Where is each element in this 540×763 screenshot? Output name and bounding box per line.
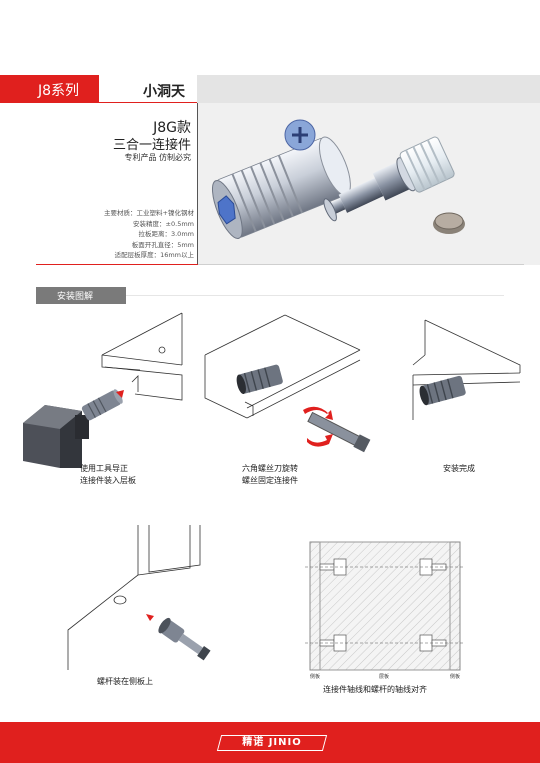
series-name: 小洞天 [143, 84, 185, 100]
diagram-label-middle: 层板 [379, 673, 389, 680]
spec-item: 拉板距离：3.0mm [138, 230, 194, 238]
step1-illustration [23, 312, 183, 468]
product-note: 专利产品 仿制必究 [124, 153, 191, 162]
step3-caption-line1: 安装完成 [443, 464, 475, 473]
series-label: J8系列 [38, 83, 80, 99]
section-diagram: 侧板 层板 侧板 [305, 541, 465, 680]
diagram-label-right: 侧板 [450, 673, 460, 680]
side-panel-illustration [67, 525, 211, 670]
section-rule [126, 295, 504, 296]
bottom-left-caption: 螺杆装在侧板上 [97, 677, 153, 686]
spec-item: 安装精度：±0.5mm [133, 219, 194, 228]
diagram-label-left: 侧板 [310, 673, 320, 680]
footer-bar [0, 722, 540, 763]
step2-caption-line2: 螺丝固定连接件 [242, 476, 298, 485]
step2-illustration [204, 314, 371, 453]
divider-vertical [197, 103, 198, 265]
brand-name: 精诺 JINIO [242, 737, 302, 748]
product-model: J8G款 [153, 120, 191, 136]
step1-caption-line1: 使用工具导正 [80, 464, 128, 473]
step1-caption-line2: 连接件装入层板 [80, 476, 136, 485]
spec-item: 适配层板厚度：16mm以上 [114, 251, 194, 259]
bottom-right-caption: 连接件轴线和螺杆的轴线对齐 [323, 685, 427, 694]
step1-caption: 使用工具导正 连接件装入层板 [80, 463, 136, 487]
spec-list: 主要材质：工业塑料+镍化钢材 安装精度：±0.5mm 拉板距离：3.0mm 板面… [104, 208, 194, 261]
step2-caption: 六角螺丝刀旋转 螺丝固定连接件 [242, 463, 298, 487]
divider-gray [198, 264, 524, 265]
spec-item: 主要材质：工业塑料+镍化钢材 [104, 209, 194, 217]
spec-item: 板面开孔直径：5mm [131, 240, 194, 249]
brand-logo: 精诺 JINIO [216, 735, 328, 751]
connector-photo [211, 119, 465, 239]
series-tab: J8系列 [0, 75, 99, 103]
section-tag: 安装图解 [36, 287, 126, 304]
step3-caption: 安装完成 [443, 463, 475, 475]
product-name: 三合一连接件 [112, 138, 191, 153]
step3-illustration [412, 319, 521, 420]
section-title: 安装图解 [57, 292, 94, 302]
header-underline [99, 102, 197, 103]
divider-red [36, 264, 198, 265]
step2-caption-line1: 六角螺丝刀旋转 [242, 464, 298, 473]
header-gray-band [197, 75, 540, 103]
